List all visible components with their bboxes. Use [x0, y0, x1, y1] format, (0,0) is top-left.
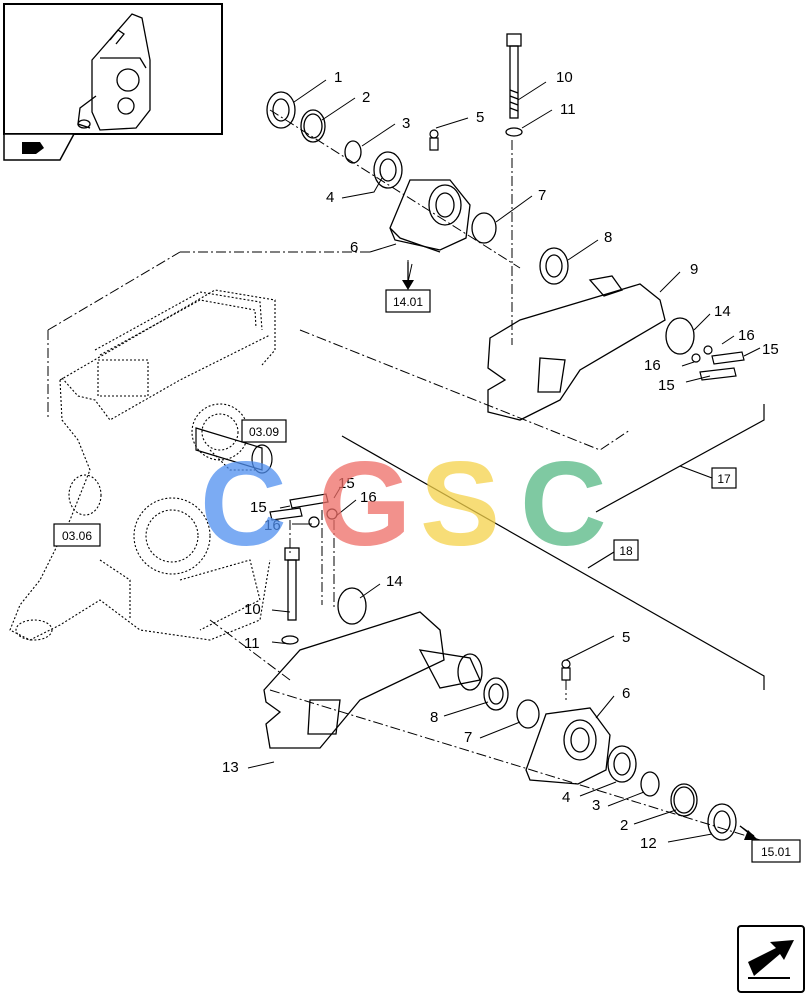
thumbnail-inset[interactable]: [3, 3, 223, 135]
snap-ring-3-lower: [640, 771, 660, 797]
callout: 11: [244, 635, 260, 652]
callout: 16: [264, 517, 281, 534]
next-page-icon[interactable]: [737, 925, 805, 993]
callout: 5: [476, 109, 484, 126]
upper-callouts: 1 2 3 4 5 6 7 8 9 10 11 14 15 15 16 16: [326, 69, 779, 394]
group-17-bracket: [595, 404, 765, 513]
washer-11-lower: [281, 635, 299, 645]
ref-box-03-06[interactable]: 03.06: [53, 523, 101, 547]
callout: 2: [620, 817, 628, 834]
lower-callouts: 15 15 16 16 14 10 11 5 6 8 7 13 4 3 2 12: [222, 475, 657, 852]
callout: 16: [360, 489, 377, 506]
ref-box-03-09[interactable]: 03.09: [241, 419, 287, 443]
callout: 4: [562, 789, 570, 806]
callout: 15: [250, 499, 267, 516]
callout: 5: [622, 629, 630, 646]
watermark-logo: C G S C: [200, 437, 607, 571]
callout: 7: [538, 187, 546, 204]
upper-assembly-frame: [47, 109, 631, 451]
washer-11: [505, 127, 523, 137]
callout: 8: [430, 709, 438, 726]
bolts-15-16-lower: [269, 493, 338, 528]
callout: 14: [386, 573, 403, 590]
seal-1: [266, 91, 296, 129]
svg-text:03.09: 03.09: [249, 425, 279, 439]
snap-ring-7: [471, 212, 497, 244]
watermark-letter: C: [520, 437, 607, 571]
input-shaft: [195, 427, 273, 474]
callout: 14: [714, 303, 731, 320]
snap-ring-2-lower: [670, 783, 698, 817]
watermark-letter: C: [200, 437, 287, 571]
ref-box-17[interactable]: 17: [711, 467, 737, 489]
svg-text:17: 17: [717, 472, 731, 486]
seal-8: [539, 247, 569, 285]
svg-text:18: 18: [619, 544, 633, 558]
seal-12: [707, 803, 737, 841]
callout: 15: [338, 475, 355, 492]
arm-13: [263, 611, 483, 749]
ref-box-15-01[interactable]: 15.01: [751, 839, 801, 863]
snap-ring-7-lower: [516, 699, 540, 729]
snap-ring-3: [344, 140, 362, 164]
arrow-to-15-01: [739, 825, 758, 840]
callout: 12: [640, 835, 657, 852]
snap-ring-2: [300, 109, 326, 143]
bearing-4-lower: [607, 745, 637, 783]
bearing-housing-6: [389, 179, 471, 253]
thumbnail-tab[interactable]: [3, 133, 76, 161]
plate-14-lower: [337, 587, 367, 625]
callout: 10: [556, 69, 573, 86]
bearing-4: [373, 151, 403, 189]
arrow-to-14-01: [402, 262, 414, 290]
svg-text:03.06: 03.06: [62, 529, 92, 543]
bearing-housing-6-lower: [525, 707, 611, 785]
callout: 10: [244, 601, 261, 618]
watermark-letter: G: [318, 437, 411, 571]
callout: 1: [334, 69, 342, 86]
svg-text:15.01: 15.01: [761, 845, 791, 859]
leader-lines: [247, 79, 761, 843]
bolts-15-16-upper: [691, 345, 745, 381]
callout: 3: [592, 797, 600, 814]
plate-14-upper: [665, 317, 695, 355]
grease-fitting-5: [429, 129, 439, 151]
callout: 2: [362, 89, 370, 106]
callout: 4: [326, 189, 334, 206]
seal-8-lower: [483, 677, 509, 711]
ref-box-14-01[interactable]: 14.01: [385, 289, 431, 313]
svg-text:14.01: 14.01: [393, 295, 423, 309]
callout: 3: [402, 115, 410, 132]
bolt-10-lower: [284, 547, 300, 621]
callout: 7: [464, 729, 472, 746]
callout: 13: [222, 759, 239, 776]
callout: 16: [644, 357, 661, 374]
callout: 16: [738, 327, 755, 344]
watermark-letter: S: [420, 437, 500, 571]
callout: 6: [622, 685, 630, 702]
callout: 15: [658, 377, 675, 394]
callout: 6: [350, 239, 358, 256]
bolt-10: [506, 33, 522, 119]
ref-box-18[interactable]: 18: [613, 539, 639, 561]
callout: 9: [690, 261, 698, 278]
group-18-bracket: [341, 435, 765, 690]
arm-9: [487, 275, 666, 421]
callout: 8: [604, 229, 612, 246]
callout: 15: [762, 341, 779, 358]
grease-fitting-5-lower: [561, 659, 571, 681]
callout: 11: [560, 101, 576, 118]
